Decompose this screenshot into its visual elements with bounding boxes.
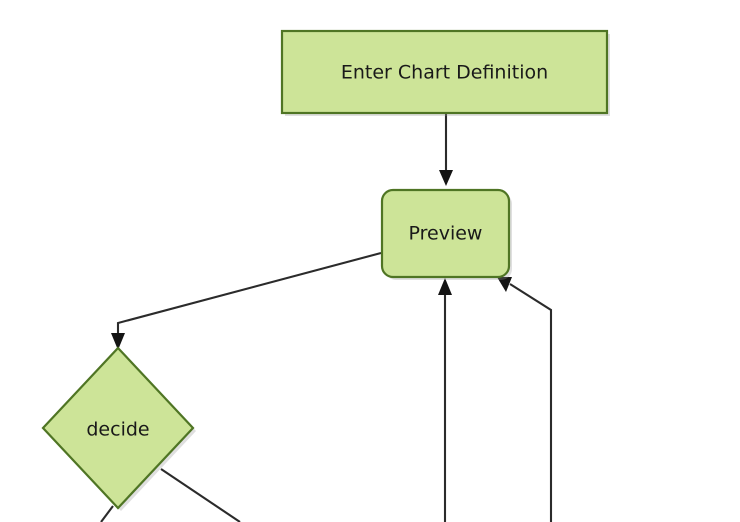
arrowhead-down-icon (111, 333, 125, 350)
node-decide[interactable]: decide (41, 346, 196, 511)
node-enter-chart-definition[interactable]: Enter Chart Definition (280, 29, 610, 116)
edge-decide-out-right (160, 468, 241, 522)
arrowhead-up-left-icon (497, 277, 512, 292)
node-diamond-decide[interactable] (41, 346, 195, 510)
edge-return-center-to-preview (438, 278, 452, 522)
edge-enter-to-preview (439, 113, 453, 186)
node-label-preview: Preview (409, 223, 483, 245)
node-label-decide: decide (86, 419, 149, 441)
edge-preview-to-decide (111, 251, 382, 350)
node-rect-preview[interactable] (380, 188, 511, 279)
arrowhead-down-icon (439, 170, 453, 186)
arrowhead-up-icon (438, 278, 452, 295)
node-rect-enter[interactable] (280, 29, 609, 115)
node-preview[interactable]: Preview (380, 188, 512, 280)
node-label-enter: Enter Chart Definition (341, 62, 548, 84)
edge-return-right-to-preview (497, 277, 553, 522)
edge-decide-out-left (100, 505, 114, 522)
